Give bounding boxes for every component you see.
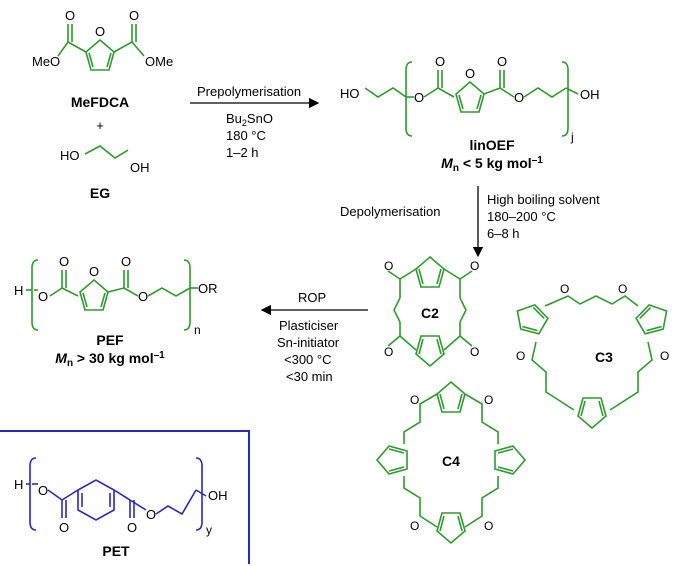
c4-o-4: O — [484, 519, 493, 533]
mefdca-name: MeFDCA — [71, 94, 129, 110]
linoef-carbonyl-o-left: O — [435, 54, 445, 69]
c2-o-3: O — [384, 345, 393, 359]
mefdca-right-group: OMe — [145, 54, 173, 69]
pef-carbonyl-o-right: O — [121, 254, 131, 269]
c3-o-1: O — [560, 282, 569, 296]
mefdca-o-right: O — [129, 8, 139, 23]
pef-ring-o: O — [89, 264, 99, 279]
eg-left-group: HO — [60, 148, 80, 163]
c3-label: C3 — [595, 349, 613, 365]
pet-left-group: H — [14, 477, 23, 492]
step2-temperature: 180–200 °C — [487, 209, 556, 224]
c2-o-1: O — [384, 259, 393, 273]
cyclic-trimer-c3 — [509, 295, 675, 429]
eg-name: EG — [90, 185, 110, 201]
step1-temperature: 180 °C — [226, 128, 266, 143]
step2-solvent: High boiling solvent — [487, 192, 600, 207]
pef-mn: Mn > 30 kg mol–1 — [55, 350, 165, 369]
step3-time: <30 min — [286, 369, 333, 384]
cyclic-tetramer-c4 — [376, 381, 526, 544]
step3-temperature: <300 °C — [284, 352, 331, 367]
pef-name: PEF — [96, 332, 124, 348]
c4-o-1: O — [410, 393, 419, 407]
linoef-ring-o: O — [465, 66, 475, 81]
pet-structure — [26, 457, 207, 531]
pef-ester-o-left: O — [38, 289, 48, 304]
c2-o-4: O — [470, 345, 479, 359]
step2-time: 6–8 h — [487, 226, 520, 241]
pef-carbonyl-o-left: O — [59, 254, 69, 269]
linoef-right-group: OH — [580, 87, 600, 102]
mefdca-ring-o: O — [95, 24, 105, 39]
pet-carbonyl-o-left: O — [59, 520, 69, 535]
pet-ester-o-left: O — [38, 483, 48, 498]
pef-left-group: H — [14, 283, 23, 298]
plus-sign: + — [96, 118, 104, 133]
c4-o-2: O — [484, 393, 493, 407]
c3-o-2: O — [618, 282, 627, 296]
depolymerisation-label: Depolymerisation — [340, 204, 440, 219]
linoef-carbonyl-o-right: O — [497, 54, 507, 69]
c3-o-4: O — [660, 349, 669, 363]
pet-carbonyl-o-right: O — [127, 520, 137, 535]
catalyst-label: Bu2SnO — [226, 111, 273, 128]
c2-label: C2 — [421, 305, 439, 321]
pet-right-group: OH — [208, 488, 228, 503]
mefdca-left-group: MeO — [32, 54, 60, 69]
c3-o-3: O — [516, 349, 525, 363]
step3-initiator: Sn-initiator — [277, 335, 340, 350]
eg-structure — [84, 145, 129, 159]
eg-right-group: OH — [130, 160, 150, 175]
step3-plasticiser: Plasticiser — [279, 318, 339, 333]
c4-label: C4 — [442, 453, 460, 469]
pet-ester-o-right: O — [146, 507, 156, 522]
linoef-name: linOEF — [469, 137, 515, 153]
linoef-ester-o-right: O — [514, 90, 524, 105]
pet-name: PET — [102, 543, 130, 559]
pef-ester-o-right: O — [138, 289, 148, 304]
linoef-structure — [364, 61, 579, 137]
pet-subscript: y — [206, 523, 212, 537]
rop-label: ROP — [298, 290, 326, 305]
step1-time: 1–2 h — [226, 145, 259, 160]
pef-right-group: OR — [198, 281, 218, 296]
mefdca-structure — [57, 24, 145, 71]
pef-structure — [26, 259, 198, 331]
c4-o-3: O — [410, 519, 419, 533]
linoef-subscript: j — [570, 130, 574, 144]
mefdca-o-left: O — [65, 8, 75, 23]
linoef-mn: Mn < 5 kg mol–1 — [441, 155, 543, 174]
linoef-left-group: HO — [340, 86, 360, 101]
pef-subscript: n — [194, 323, 201, 337]
cyclic-dimer-c2 — [387, 256, 473, 367]
linoef-ester-o-left: O — [414, 90, 424, 105]
prepolymerisation-label: Prepolymerisation — [197, 84, 301, 99]
pet-highlight-box — [0, 430, 250, 564]
c2-o-2: O — [470, 259, 479, 273]
